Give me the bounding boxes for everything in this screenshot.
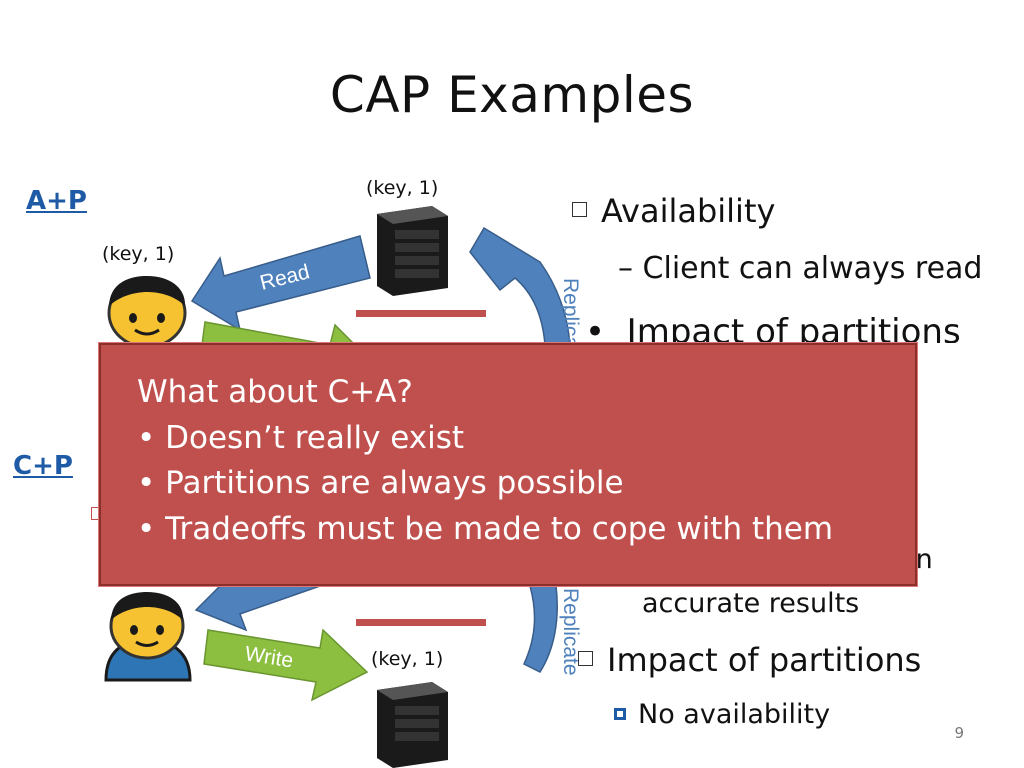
bullet-impact-partitions-bottom: Impact of partitions [578, 641, 921, 679]
user-avatar-icon [104, 592, 192, 682]
replicate-arrow [469, 226, 571, 346]
ap-label[interactable]: A+P [26, 186, 87, 216]
callout-heading: What about C+A? [137, 374, 413, 410]
server-icon [377, 682, 448, 768]
square-bullet-icon [578, 651, 593, 666]
cp-label[interactable]: C+P [13, 451, 73, 481]
bullet-availability: Availability [572, 192, 775, 230]
callout-bullet: • Partitions are always possible [137, 465, 624, 501]
bullet-impact-partitions-top: • Impact of partitions [585, 312, 961, 343]
replicate-arrow [523, 585, 558, 673]
text-accurate-results: accurate results [642, 588, 860, 619]
callout-bullet: • Tradeoffs must be made to cope with th… [137, 511, 834, 547]
callout-bullet: • Doesn’t really exist [137, 420, 465, 456]
page-number: 9 [954, 724, 964, 742]
read-arrow [190, 235, 371, 332]
page-title: CAP Examples [329, 66, 695, 124]
sub-bullet-client-read: – Client can always read [618, 251, 983, 286]
square-bullet-icon [91, 507, 101, 520]
square-bullet-icon [614, 708, 626, 720]
square-bullet-icon [572, 202, 587, 217]
callout-box: What about C+A? • Doesn’t really exist •… [99, 343, 917, 586]
user-avatar-icon [107, 276, 187, 349]
server-key-top: (key, 1) [366, 177, 439, 199]
replicate-label-bottom: Replicate [559, 588, 582, 676]
client-key-top: (key, 1) [102, 243, 175, 265]
partition-bar [356, 310, 486, 317]
sub-bullet-no-availability: No availability [614, 699, 830, 730]
write-arrow [203, 628, 369, 702]
partition-bar [356, 619, 486, 626]
server-icon [377, 206, 448, 296]
server-key-bottom: (key, 1) [371, 648, 444, 670]
dot-bullet-icon: • [585, 312, 627, 343]
read-arrow [194, 585, 321, 632]
